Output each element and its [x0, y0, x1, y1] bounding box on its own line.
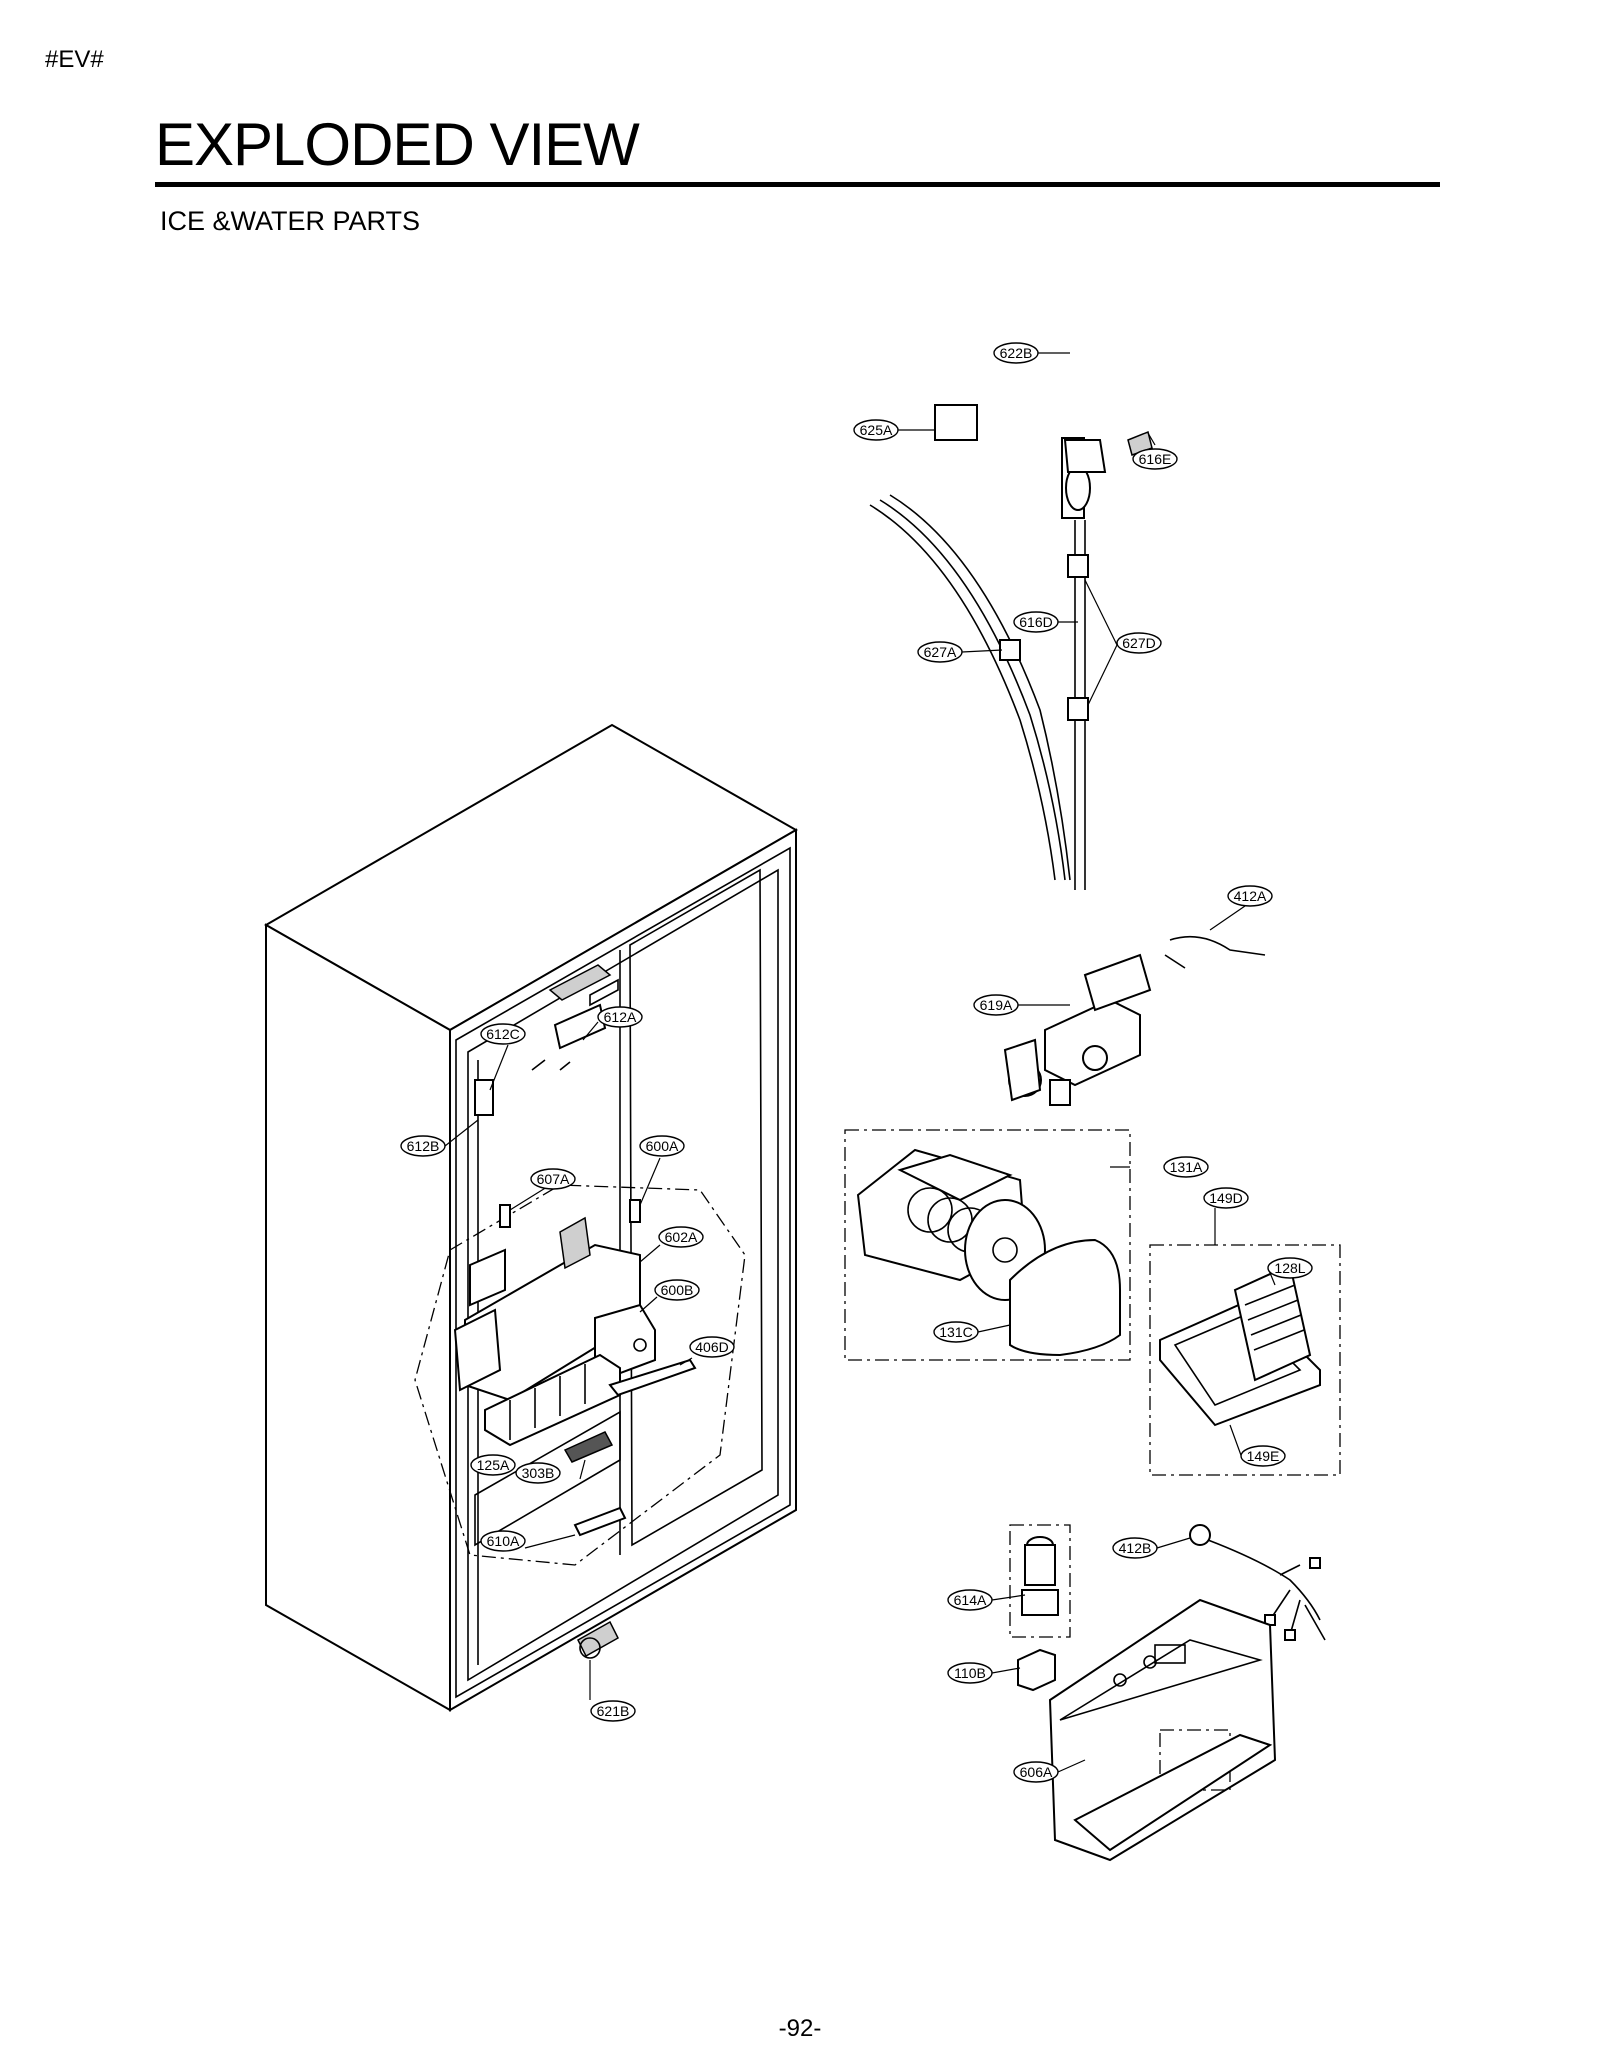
part-label-616D-text: 616D [1019, 614, 1052, 630]
part-label-607A-text: 607A [537, 1171, 570, 1187]
ice-door-outline [1149, 1244, 1341, 1476]
section-subtitle: ICE &WATER PARTS [160, 206, 421, 236]
icemaker-assembly-outline [414, 1184, 746, 1566]
part-label-149E-text: 149E [1247, 1448, 1280, 1464]
part-label-612C-text: 612C [486, 1026, 519, 1042]
part-label-149E: 149E [1240, 1445, 1286, 1467]
part-label-606A: 606A [1013, 1761, 1059, 1783]
dispenser-housing [1048, 1598, 1277, 1862]
water-valve-assembly [1003, 935, 1266, 1106]
ice-bin-outline [844, 1129, 1131, 1361]
water-tubes [869, 404, 1153, 890]
part-label-612A: 612A [597, 1006, 643, 1028]
part-label-131A-text: 131A [1170, 1159, 1203, 1175]
part-label-600B: 600B [654, 1279, 700, 1301]
part-label-406D-text: 406D [695, 1339, 728, 1355]
part-label-131A: 131A [1163, 1156, 1209, 1178]
part-label-303B-text: 303B [522, 1465, 555, 1481]
part-label-412B: 412B [1112, 1537, 1158, 1559]
part-label-125A: 125A [470, 1454, 516, 1476]
part-label-612B-text: 612B [407, 1138, 440, 1154]
part-label-625A-text: 625A [860, 422, 893, 438]
part-label-412B-text: 412B [1119, 1540, 1152, 1556]
part-label-149D-text: 149D [1209, 1190, 1242, 1206]
part-label-607A: 607A [530, 1168, 576, 1190]
solenoid-outline [1009, 1524, 1071, 1638]
part-label-412A: 412A [1227, 885, 1273, 907]
solenoid [1017, 1536, 1059, 1692]
part-label-149D: 149D [1203, 1187, 1249, 1209]
part-label-622B: 622B [993, 342, 1039, 364]
part-label-303B: 303B [515, 1462, 561, 1484]
part-label-606A-text: 606A [1020, 1764, 1053, 1780]
part-label-600B-text: 600B [661, 1282, 694, 1298]
part-label-627D: 627D [1116, 632, 1162, 654]
part-label-619A: 619A [973, 994, 1019, 1016]
part-label-602A: 602A [658, 1226, 704, 1248]
refrigerator-cabinet [263, 723, 799, 1712]
part-label-625A: 625A [853, 419, 899, 441]
water-line-fitting [577, 1620, 619, 1659]
leader-lines [444, 352, 1276, 1773]
part-label-616E: 616E [1132, 448, 1178, 470]
part-label-621B: 621B [590, 1700, 636, 1722]
part-label-406D: 406D [689, 1336, 735, 1358]
part-label-131C: 131C [933, 1321, 979, 1343]
page-title: EXPLODED VIEW [155, 111, 640, 178]
part-label-627A: 627A [917, 641, 963, 663]
ice-door-frame [1159, 1263, 1321, 1427]
part-label-621B-text: 621B [597, 1703, 630, 1719]
part-label-610A-text: 610A [487, 1533, 520, 1549]
part-label-616D: 616D [1013, 611, 1059, 633]
part-label-128L: 128L [1267, 1257, 1313, 1279]
part-label-619A-text: 619A [980, 997, 1013, 1013]
part-label-612B: 612B [400, 1135, 446, 1157]
part-label-627D-text: 627D [1122, 635, 1155, 651]
part-label-610A: 610A [480, 1530, 526, 1552]
part-label-128L-text: 128L [1274, 1260, 1305, 1276]
part-label-110B-text: 110B [954, 1665, 986, 1681]
part-label-602A-text: 602A [665, 1229, 698, 1245]
ice-bin [856, 1148, 1121, 1357]
document-marker: #EV# [45, 46, 104, 73]
part-label-600A: 600A [639, 1135, 685, 1157]
part-label-614A-text: 614A [954, 1592, 987, 1608]
part-label-616E-text: 616E [1139, 451, 1172, 467]
page-number: -92- [778, 2015, 822, 2042]
part-label-612A-text: 612A [604, 1009, 637, 1025]
dispenser-harness [1189, 1524, 1326, 1641]
part-label-131C-text: 131C [939, 1324, 972, 1340]
part-label-412A-text: 412A [1234, 888, 1267, 904]
part-label-600A-text: 600A [646, 1138, 679, 1154]
part-label-614A: 614A [947, 1589, 993, 1611]
part-label-110B: 110B [947, 1662, 993, 1684]
part-label-622B-text: 622B [1000, 345, 1033, 361]
part-label-627A-text: 627A [924, 644, 957, 660]
part-label-612C: 612C [480, 1023, 526, 1045]
icemaker-assembly [453, 1003, 697, 1537]
part-label-125A-text: 125A [477, 1457, 510, 1473]
title-rule [155, 182, 1440, 187]
